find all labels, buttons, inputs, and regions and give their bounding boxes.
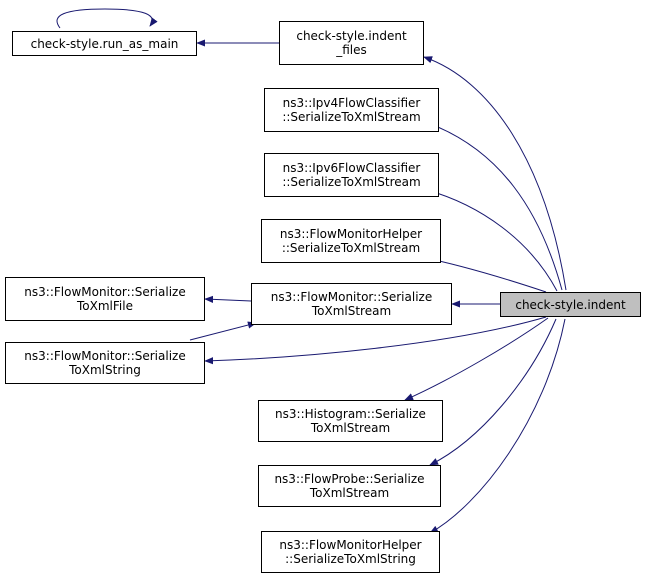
edge-indent-to-histogram [404, 317, 549, 401]
edge-run-as-main-self [56, 8, 158, 29]
node-check-style-indent-files[interactable]: check-style.indent _files [279, 21, 424, 65]
node-flow-monitor-helper-serialize-string[interactable]: ns3::FlowMonitorHelper ::SerializeToXmlS… [261, 531, 440, 573]
node-flow-monitor-serialize-stream[interactable]: ns3::FlowMonitor::Serialize ToXmlStream [251, 283, 452, 325]
node-check-style-indent: check-style.indent [500, 292, 641, 317]
edge-indent-to-ipv6 [426, 188, 558, 292]
edge-fm-string-to-fm-stream [189, 321, 257, 341]
edge-indent-to-fmh-string [429, 318, 566, 534]
edge-indent-to-indent-files [423, 56, 567, 291]
node-histogram-serialize-stream[interactable]: ns3::Histogram::Serialize ToXmlStream [258, 400, 443, 442]
edge-indent-to-ipv4 [427, 122, 563, 291]
node-check-style-run-as-main[interactable]: check-style.run_as_main [12, 31, 197, 56]
node-flow-monitor-helper-serialize-stream[interactable]: ns3::FlowMonitorHelper ::SerializeToXmlS… [261, 219, 441, 263]
edge-indent-to-flowprobe [429, 318, 557, 466]
edge-fm-stream-to-fm-file [204, 295, 252, 303]
node-flow-monitor-serialize-string[interactable]: ns3::FlowMonitor::Serialize ToXmlString [5, 342, 205, 384]
node-ipv4-flow-classifier-serialize[interactable]: ns3::Ipv4FlowClassifier ::SerializeToXml… [264, 88, 439, 132]
edge-indent-to-fm-string [204, 316, 547, 365]
node-flow-probe-serialize-stream[interactable]: ns3::FlowProbe::Serialize ToXmlStream [258, 465, 441, 507]
node-ipv6-flow-classifier-serialize[interactable]: ns3::Ipv6FlowClassifier ::SerializeToXml… [264, 153, 439, 197]
node-flow-monitor-serialize-file[interactable]: ns3::FlowMonitor::Serialize ToXmlFile [5, 277, 205, 321]
